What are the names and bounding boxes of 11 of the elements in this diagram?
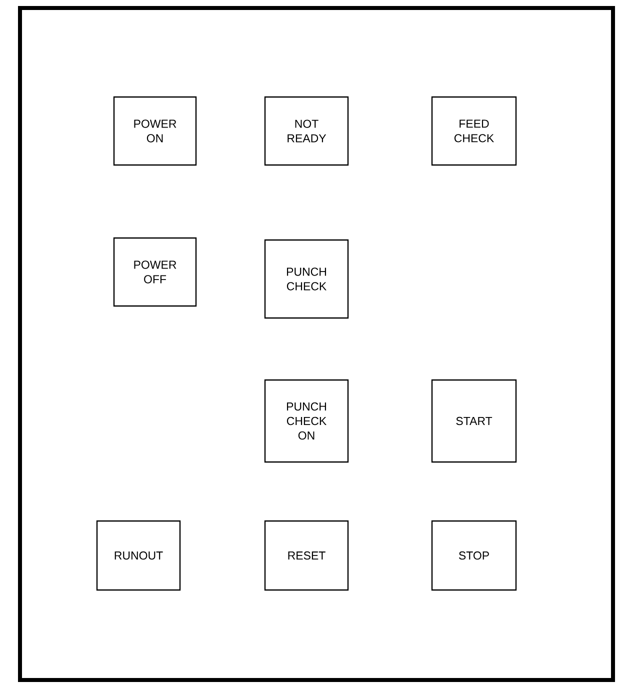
panel-button: POWER ON [113, 96, 197, 166]
panel-button: START [431, 379, 517, 463]
panel-button: STOP [431, 520, 517, 591]
panel-button: FEED CHECK [431, 96, 517, 166]
panel-button: RUNOUT [96, 520, 181, 591]
panel-button: POWER OFF [113, 237, 197, 307]
panel-button: NOT READY [264, 96, 349, 166]
panel-button: RESET [264, 520, 349, 591]
panel-button: PUNCH CHECK [264, 239, 349, 319]
panel-button: PUNCH CHECK ON [264, 379, 349, 463]
control-panel [18, 6, 615, 682]
